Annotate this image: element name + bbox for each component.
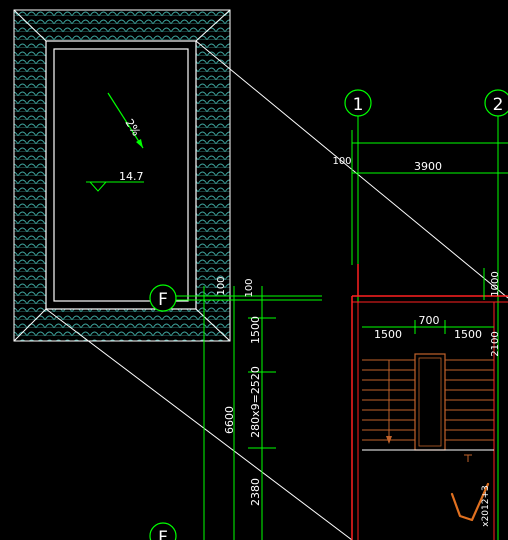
dim-bay-width: 3900 — [414, 160, 442, 173]
stair-room: 1000 2100 1500 700 1500 — [351, 264, 508, 540]
hip-line — [13, 9, 47, 42]
dim-top-offset: 100 — [332, 156, 351, 167]
hip-line — [195, 308, 231, 342]
axis-bubble-f-top — [149, 284, 177, 312]
axis-bubble-f-bottom — [149, 522, 177, 540]
axis-label-1: 1 — [353, 95, 364, 115]
dim-stair-left: 1500 — [374, 328, 402, 341]
dim-wall-offset-vertical: 100 — [244, 278, 255, 297]
left-dimension-chain: 100 100 1500 280x9=2520 2380 6600 — [203, 276, 276, 540]
dim-wall-offset-right: 1000 — [490, 271, 501, 296]
dim-stair-well: 700 — [419, 314, 440, 327]
side-label: x2012+3 — [481, 485, 491, 527]
stair-well-inner — [418, 357, 442, 447]
axis-label-f-top: F — [158, 290, 168, 310]
stair-well — [414, 353, 446, 451]
dim-wall-offset-left: 100 — [216, 276, 227, 295]
axis-label-f-bottom: F — [158, 528, 168, 540]
stair-walk-arrowhead — [386, 436, 392, 444]
detail-leader-line — [45, 308, 353, 540]
dim-total-depth: 6600 — [223, 406, 236, 434]
check-mark — [450, 482, 490, 522]
elevation-label: 14.7 — [119, 170, 144, 183]
slope-arrow — [107, 92, 144, 149]
top-dimensions: 100 3900 — [332, 130, 508, 265]
dim-stair-right: 1500 — [454, 328, 482, 341]
roof-plan: 2% 14.7 — [13, 9, 231, 342]
roof-opening-outer — [45, 40, 197, 310]
elevation-triangle — [89, 181, 107, 192]
dim-landing-bottom: 2380 — [249, 478, 262, 506]
roof-opening-inner — [53, 48, 189, 302]
axis-label-2: 2 — [493, 95, 504, 115]
hip-line — [195, 9, 231, 42]
slope-arrowhead — [136, 139, 143, 148]
dim-right-vertical: 2100 — [490, 331, 501, 356]
dim-flight-length: 280x9=2520 — [249, 366, 262, 438]
dim-landing-top: 1500 — [249, 316, 262, 344]
hip-line — [13, 308, 47, 342]
